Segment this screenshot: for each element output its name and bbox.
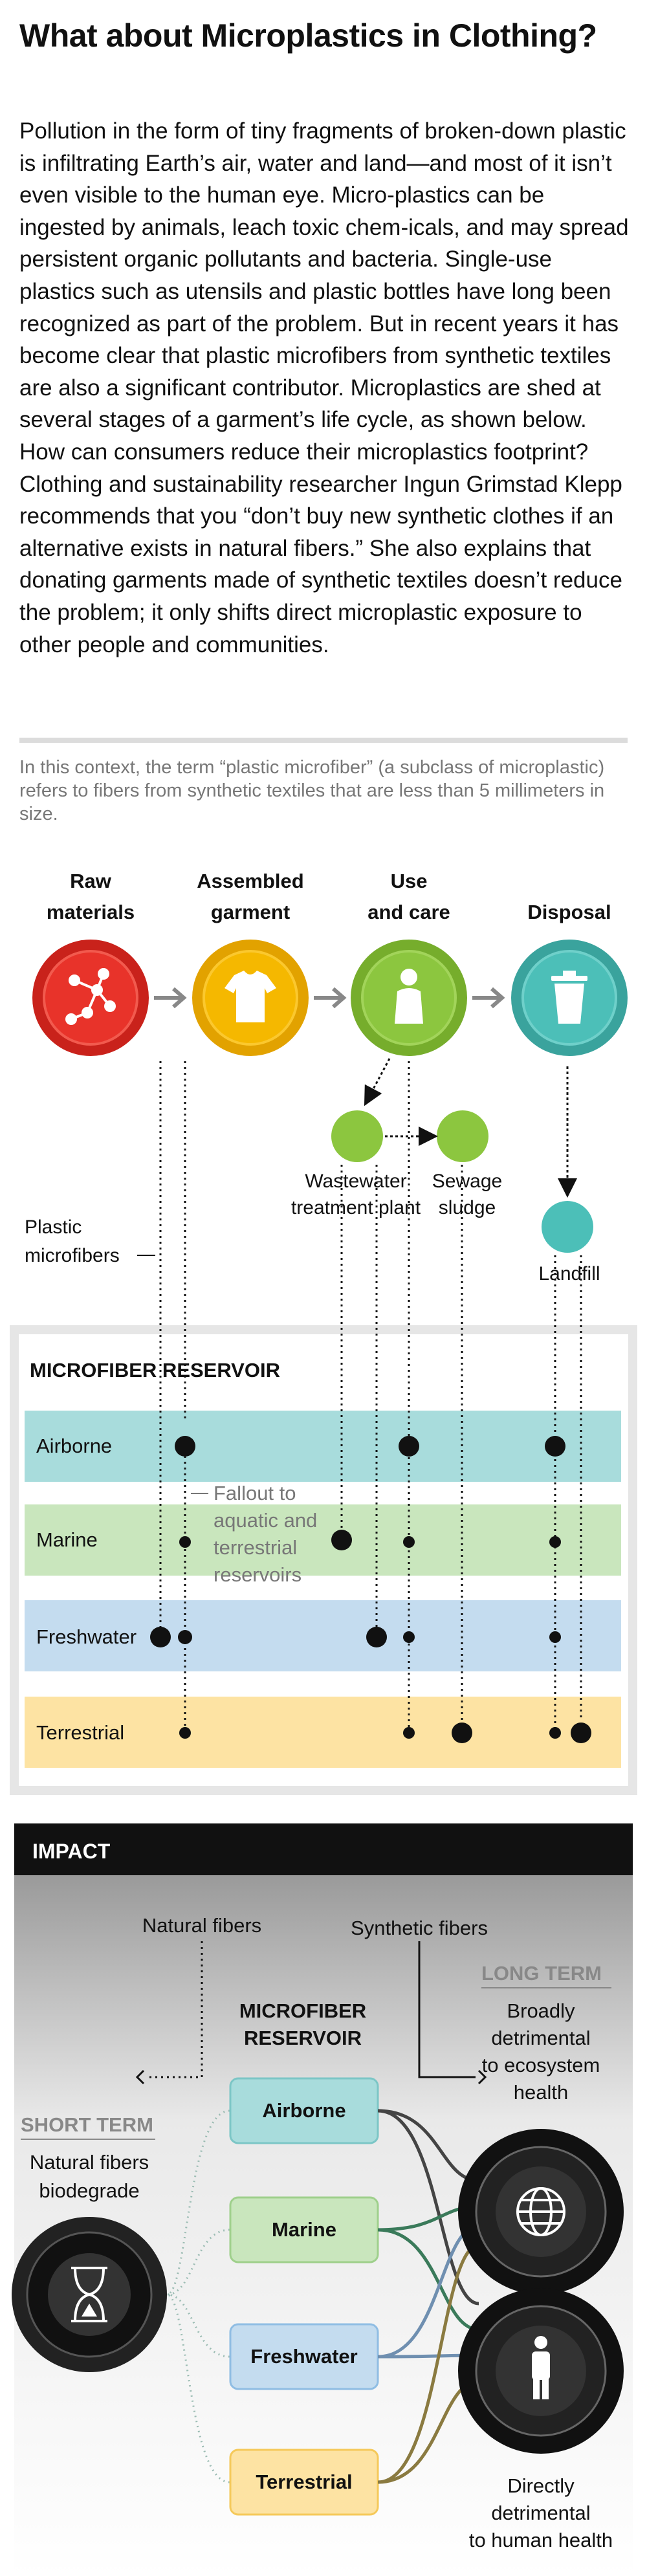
short-term-text-2: biodegrade <box>39 2179 139 2202</box>
reservoir-label-marine: Marine <box>36 1528 98 1551</box>
shirt-icon <box>225 971 276 1022</box>
natural-fibers-label: Natural fibers <box>142 1914 261 1937</box>
wastewater-node <box>331 1110 383 1162</box>
long-term-text: Broadly <box>507 1999 575 2022</box>
page-title: What about Microplastics in Clothing? <box>19 17 597 54</box>
stage-arrow-3 <box>472 987 505 1009</box>
human-health-text-2: detrimental <box>491 2502 590 2524</box>
human-figure-icon <box>532 2336 550 2399</box>
landfill-label: Landfill <box>538 1263 600 1284</box>
long-term-text-3: to ecosystem <box>482 2054 600 2076</box>
definition-note: In this context, the term “plastic micro… <box>19 757 605 824</box>
stage-label-use: Use <box>391 870 428 892</box>
reservoir-row-airborne <box>25 1411 621 1482</box>
molecule-icon <box>65 968 116 1025</box>
reservoir-row-marine <box>25 1504 621 1576</box>
short-term-text: Natural fibers <box>30 2151 149 2174</box>
impact-reservoir-title: MICROFIBER <box>239 1999 366 2022</box>
human-health-text: Directly <box>507 2474 575 2497</box>
wastewater-label: Wastewater <box>305 1171 406 1192</box>
fallout-note: Fallout to <box>214 1482 296 1504</box>
stage-arrow-1 <box>154 987 187 1009</box>
long-term-label: LONG TERM <box>481 1962 602 1985</box>
divider <box>19 738 628 743</box>
reservoir-label-terrestrial: Terrestrial <box>36 1721 124 1744</box>
stage-raw-circle <box>32 940 149 1056</box>
stage-label-assembled: Assembled <box>197 870 303 892</box>
reservoir-label-airborne: Airborne <box>36 1435 112 1457</box>
use-to-wastewater-arrow <box>364 1058 391 1106</box>
impact-tube-marine: Marine <box>272 2218 336 2241</box>
impact-tube-terrestrial: Terrestrial <box>256 2471 352 2493</box>
stage-assembled-circle <box>192 940 309 1056</box>
trash-can-icon <box>551 971 587 1024</box>
human-health-text-3: to human health <box>469 2529 613 2551</box>
fallout-note-4: reservoirs <box>214 1563 302 1586</box>
long-term-text-4: health <box>514 2081 568 2104</box>
impact-heading: IMPACT <box>32 1840 111 1863</box>
ecosystem-circle <box>458 2129 624 2295</box>
intro-paragraph: Pollution in the form of tiny fragments … <box>19 118 629 657</box>
flow-lines <box>159 1061 582 1728</box>
stage-label-disposal: Disposal <box>527 901 611 923</box>
reservoir-row-terrestrial <box>25 1697 621 1768</box>
stage-disposal-circle <box>511 940 628 1056</box>
wastewater-label-2: treatment plant <box>291 1197 421 1218</box>
stage-label-raw: Raw <box>70 870 112 892</box>
globe-icon <box>516 2187 565 2236</box>
long-term-text-2: detrimental <box>491 2027 590 2049</box>
reservoir-row-freshwater <box>25 1600 621 1671</box>
hourglass-icon <box>71 2267 107 2322</box>
stage-arrow-2 <box>314 987 347 1009</box>
reservoir-dots <box>150 1436 591 1743</box>
sewage-label: Sewage <box>432 1171 502 1192</box>
fallout-note-2: aquatic and <box>214 1509 317 1532</box>
person-icon <box>395 969 423 1024</box>
stage-label-raw-2: materials <box>47 901 135 923</box>
plastic-microfibers-label-2: microfibers <box>25 1245 120 1266</box>
sewage-node <box>437 1110 488 1162</box>
landfill-node <box>542 1201 593 1253</box>
human-health-circle <box>458 2288 624 2454</box>
sewage-label-2: sludge <box>439 1197 496 1218</box>
plastic-microfibers-label: Plastic <box>25 1216 82 1238</box>
impact-tube-airborne: Airborne <box>262 2099 345 2122</box>
stage-label-use-2: and care <box>367 901 450 923</box>
reservoir-label-freshwater: Freshwater <box>36 1625 137 1648</box>
synthetic-fibers-label: Synthetic fibers <box>351 1917 488 1939</box>
stage-label-assembled-2: garment <box>211 901 290 923</box>
impact-reservoir-title-2: RESERVOIR <box>244 2027 362 2049</box>
reservoir-heading: MICROFIBER RESERVOIR <box>30 1359 280 1382</box>
fallout-note-3: terrestrial <box>214 1536 297 1559</box>
impact-header-bar <box>14 1823 633 1875</box>
stage-use-circle <box>351 940 467 1056</box>
short-term-label: SHORT TERM <box>21 2113 153 2136</box>
short-term-circle <box>12 2217 167 2372</box>
impact-tube-freshwater: Freshwater <box>250 2345 357 2368</box>
impact-tubes <box>229 2077 379 2516</box>
